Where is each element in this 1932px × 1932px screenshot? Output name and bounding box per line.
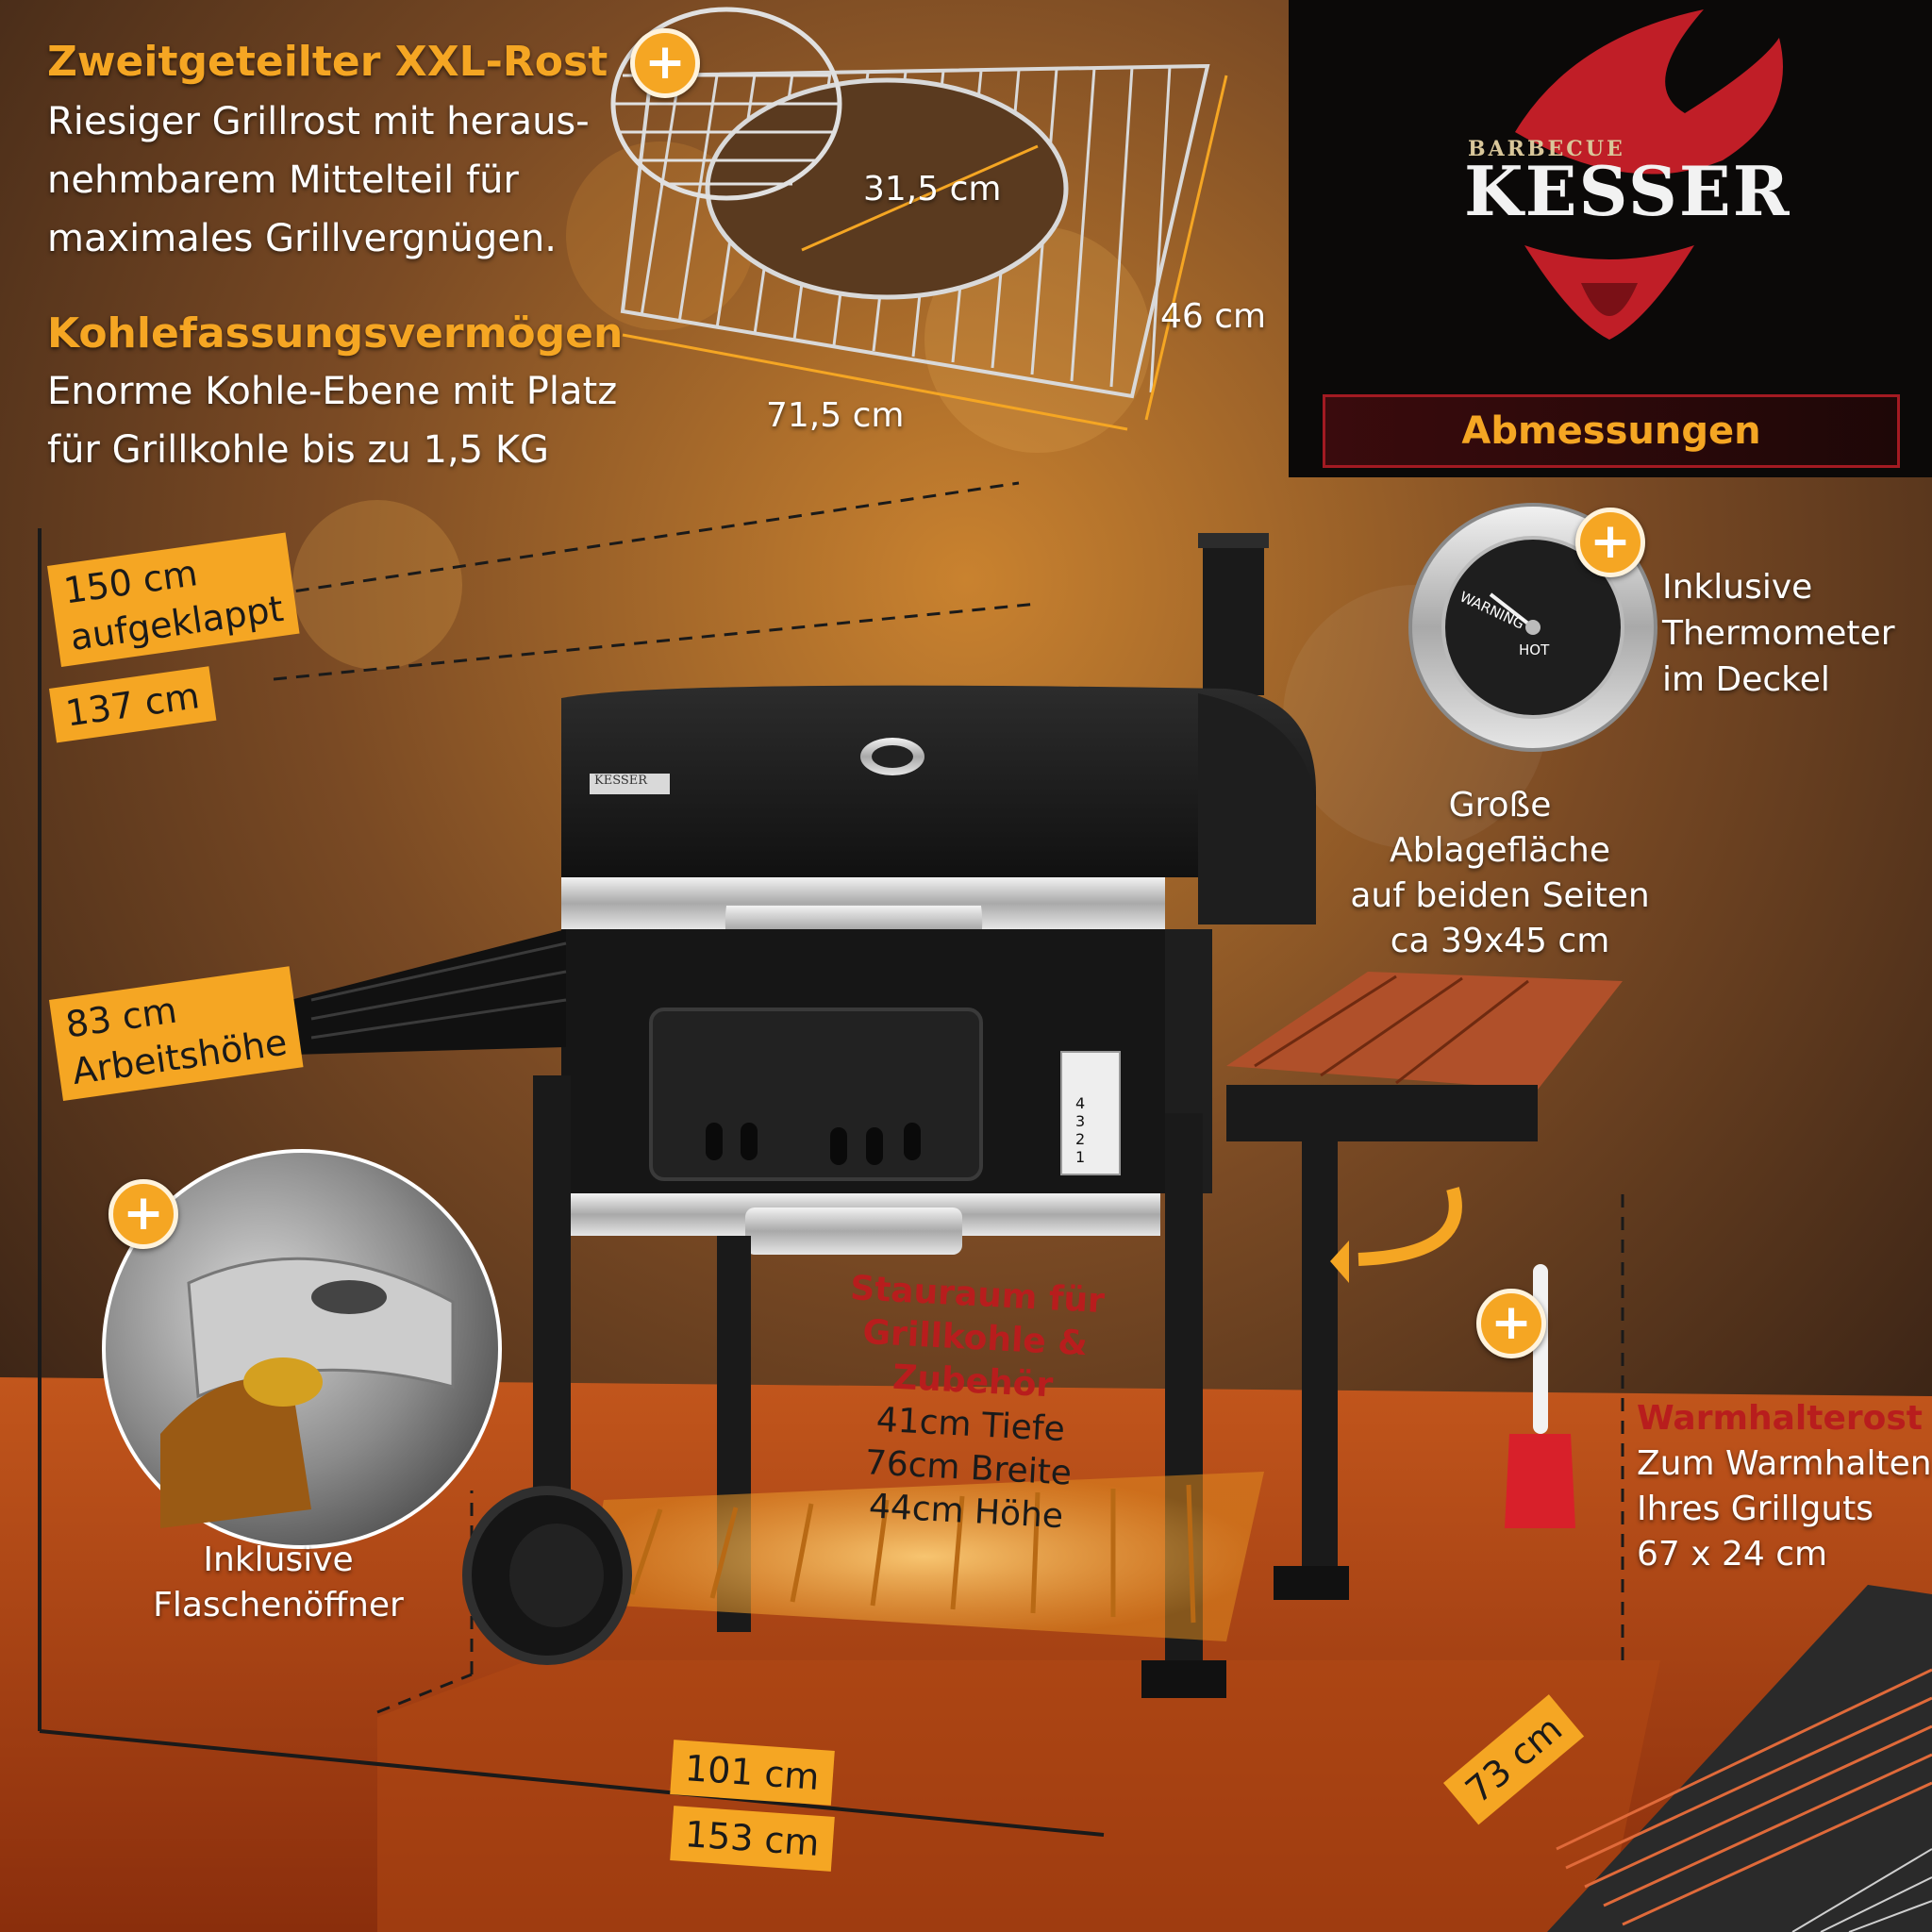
dimensions-label: Abmessungen [1461,409,1761,453]
vent-number: 3 [1075,1112,1086,1130]
grate-depth-dimension: 46 cm [1160,297,1267,336]
thermometer-hot: HOT [1519,641,1550,658]
coal-line: für Grillkohle bis zu 1,5 KG [47,428,550,472]
plus-icon: + [630,28,700,98]
warming-rack-title: Warmhalterost [1637,1399,1923,1438]
warming-rack-illustration [1547,1585,1932,1932]
warming-rack-line: 67 x 24 cm [1637,1535,1828,1574]
opener-line: Inklusive [203,1541,354,1579]
grate-line: maximales Grillvergnügen. [47,217,557,260]
shelf-caption: Große Ablagefläche auf beiden Seiten ca … [1321,783,1679,964]
plus-icon: + [1476,1289,1546,1358]
vent-number: 1 [1075,1148,1086,1166]
shelf-line: ca 39x45 cm [1390,922,1610,960]
grate-width-dimension: 71,5 cm [766,396,905,435]
brand-panel: BARBECUE KESSER [1289,0,1932,377]
grate-line: nehmbarem Mittelteil für [47,158,519,202]
vent-number: 2 [1075,1130,1086,1148]
warming-rack-caption: Warmhalterost Zum Warmhalten Ihres Grill… [1637,1396,1932,1577]
opener-line: Flaschenöffner [153,1586,404,1624]
grill-brand-plate: KESSER [594,774,648,788]
plus-icon: + [108,1179,178,1249]
thermometer-line: im Deckel [1662,660,1830,699]
coal-heading: Kohlefassungsvermögen [47,309,624,358]
warming-rack-line: Ihres Grillguts [1637,1490,1874,1528]
coal-line: Enorme Kohle-Ebene mit Platz [47,370,618,413]
grate-illustration [610,7,1228,431]
base-outer-tag: 153 cm [670,1806,835,1872]
thermometer-caption: Inklusive Thermometer im Deckel [1662,564,1895,703]
shelf-line: auf beiden Seiten [1350,876,1650,915]
warming-rack-line: Zum Warmhalten [1637,1444,1932,1483]
opener-caption: Inklusive Flaschenöffner [113,1538,443,1628]
shelf-line: Große [1448,786,1552,824]
brand-name: KESSER [1464,151,1791,231]
grate-description: Riesiger Grillrost mit heraus- nehmbarem… [47,92,590,268]
grate-center-dimension: 31,5 cm [863,170,1002,208]
shelf-line: Ablagefläche [1389,831,1611,870]
dimensions-banner-frame: Abmessungen [1323,394,1900,468]
vent-number: 4 [1075,1094,1086,1112]
grate-heading: Zweitgeteilter XXL-Rost [47,38,608,86]
plus-icon: + [1575,508,1645,577]
thermometer-line: Thermometer [1662,614,1895,653]
grill-illustration [283,533,1623,1698]
dimensions-banner: Abmessungen [1289,377,1932,477]
flame-icon [1515,9,1783,340]
grate-line: Riesiger Grillrost mit heraus- [47,100,590,143]
bottle-opener-inset [102,1149,502,1549]
coal-description: Enorme Kohle-Ebene mit Platz für Grillko… [47,362,617,479]
brand-tagline: BARBECUE [1468,137,1625,161]
vent-scale: 4 3 2 1 [1075,1094,1085,1166]
storage-caption: Stauraum für Grillkohle & Zubehör 41cm T… [767,1263,1176,1544]
thermometer-line: Inklusive [1662,568,1813,607]
base-inner-tag: 101 cm [670,1740,835,1806]
